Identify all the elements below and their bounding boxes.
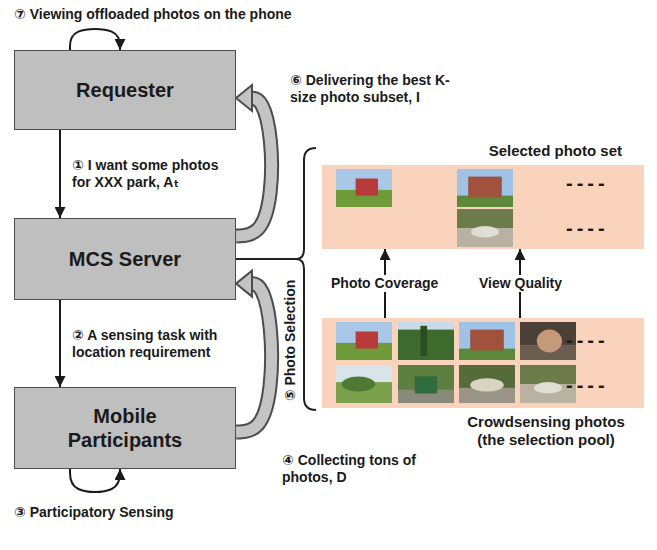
photo-thumbnail	[457, 209, 513, 247]
photo-sky	[457, 209, 513, 247]
block-arrow-body	[236, 284, 272, 433]
edge-label: ④ Collecting tons of photos, D	[282, 452, 452, 486]
photo-sky	[457, 169, 513, 207]
edge-label: View Quality	[476, 275, 565, 292]
process-box: Requester	[14, 50, 236, 130]
photo-object	[470, 330, 504, 351]
arrow-path	[70, 29, 120, 50]
photo-sky	[336, 169, 392, 207]
process-box: MCS Server	[14, 218, 236, 300]
curly-bracket	[296, 148, 316, 410]
edge-label: ③ Participatory Sensing	[14, 504, 174, 521]
arrow-line	[60, 130, 61, 218]
photo-object	[342, 376, 376, 391]
block-arrow-outline	[236, 284, 272, 433]
ellipsis-dashes: ----	[566, 172, 609, 194]
photo-thumbnail	[398, 322, 454, 360]
photo-object	[420, 326, 427, 356]
process-box: Mobile Participants	[14, 387, 236, 469]
photo-sky	[459, 322, 515, 360]
block-arrowhead	[236, 271, 252, 297]
bracket-tick	[236, 258, 296, 260]
photo-thumbnail	[459, 322, 515, 360]
photo-thumbnail	[336, 322, 392, 360]
photo-object	[537, 330, 562, 353]
edge-label: ⑥ Delivering the best K-size photo subse…	[290, 72, 466, 106]
arrow-line	[70, 29, 120, 50]
edge-label: Photo Coverage	[328, 275, 441, 292]
box-label: Requester	[76, 78, 174, 102]
photo-object	[534, 382, 562, 393]
photo-sky	[459, 365, 515, 403]
block-arrow-body	[236, 98, 272, 236]
block-arrowhead	[236, 85, 252, 111]
edge-label: ⑦ Viewing offloaded photos on the phone	[14, 6, 292, 23]
arrow-line	[60, 300, 61, 387]
ellipsis-dashes: ----	[566, 374, 609, 396]
edge-label: ② A sensing task with location requireme…	[72, 327, 240, 361]
photo-sky	[336, 322, 392, 360]
photo-thumbnail	[398, 365, 454, 403]
arrow-path	[59, 130, 61, 218]
photo-thumbnail	[457, 169, 513, 207]
block-arrow	[236, 85, 272, 236]
photo-sky	[398, 322, 454, 360]
box-label: MCS Server	[69, 247, 181, 271]
panel-heading: Selected photo set	[489, 142, 622, 160]
photo-object	[468, 177, 502, 198]
panel-heading: Crowdsensing photos (the selection pool)	[456, 413, 636, 449]
arrow-path	[59, 300, 61, 387]
rotated-label: ⑤ Photo Selection	[282, 280, 299, 402]
edge-label: ① I want some photos for XXX park, Aₜ	[72, 157, 240, 191]
photo-object	[356, 179, 378, 196]
block-arrow	[236, 271, 272, 433]
photo-sky	[398, 365, 454, 403]
photo-sky	[336, 365, 392, 403]
photo-object	[470, 378, 504, 391]
photo-thumbnail	[336, 169, 392, 207]
arrow-line	[70, 469, 120, 492]
block-arrow-outline	[236, 98, 272, 236]
photo-thumbnail	[336, 365, 392, 403]
ellipsis-dashes: ----	[566, 329, 609, 351]
photo-thumbnail	[459, 365, 515, 403]
box-label: Mobile Participants	[50, 404, 200, 452]
photo-object	[471, 226, 499, 237]
photo-object	[356, 332, 378, 349]
arrow-path	[70, 469, 120, 492]
ellipsis-dashes: ----	[566, 217, 609, 239]
photo-object	[415, 376, 437, 393]
